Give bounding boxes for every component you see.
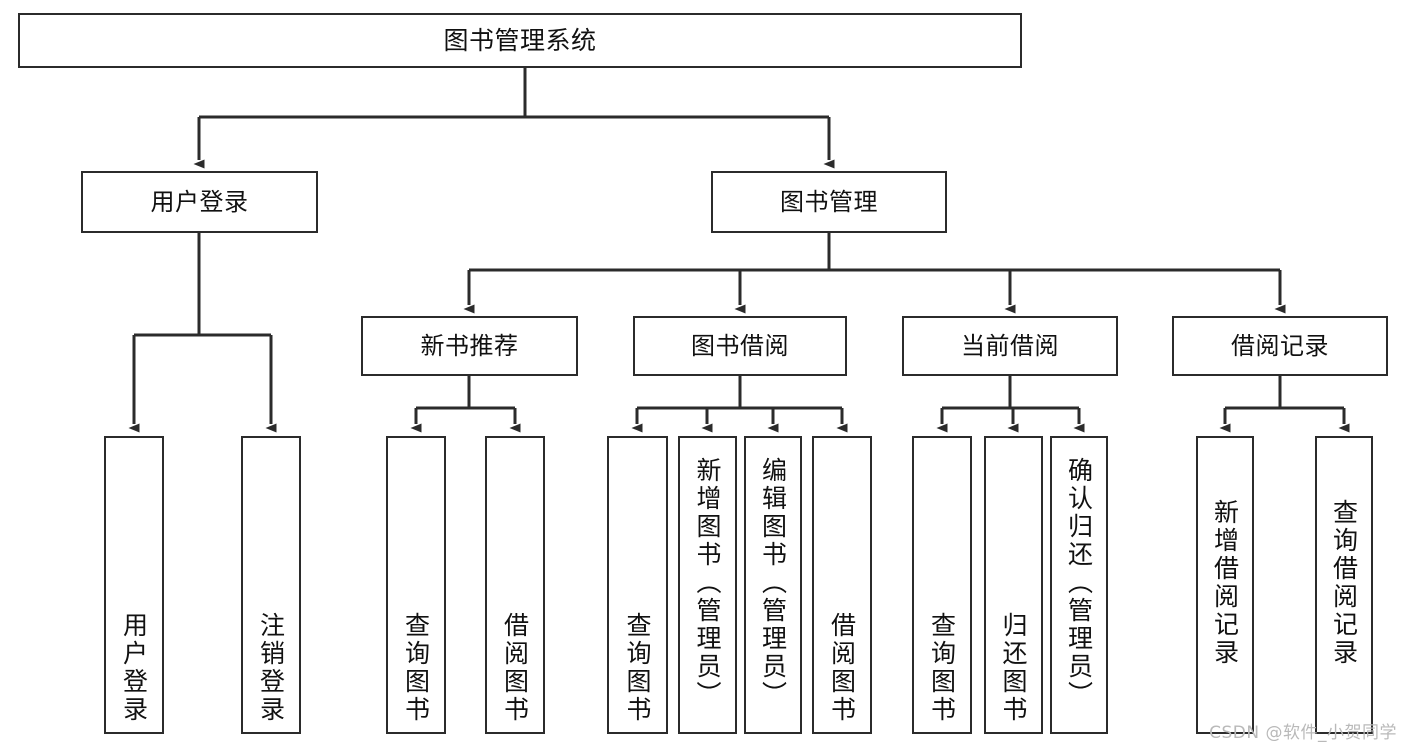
node-leaf-add-borrow-record[interactable]: 新增借阅记录 xyxy=(1196,436,1254,734)
edge-root-to-level1 xyxy=(193,68,835,169)
node-book-borrow[interactable]: 图书借阅 xyxy=(633,316,847,376)
node-leaf-return-book[interactable]: 归还图书 xyxy=(984,436,1043,734)
node-label: 查询图书 xyxy=(401,612,431,724)
node-label: 图书借阅 xyxy=(691,331,789,360)
node-label: 新增借阅记录 xyxy=(1210,499,1240,667)
node-label: 图书管理系统 xyxy=(443,25,597,55)
node-label: 编辑图书（管理员） xyxy=(758,457,788,709)
node-new-book-recommend[interactable]: 新书推荐 xyxy=(361,316,578,376)
node-current-borrow[interactable]: 当前借阅 xyxy=(902,316,1118,376)
node-label: 新增图书（管理员） xyxy=(693,457,722,709)
node-label: 新书推荐 xyxy=(420,331,519,360)
node-leaf-borrow-book[interactable]: 借阅图书 xyxy=(812,436,872,734)
node-leaf-confirm-return-admin[interactable]: 确认归还（管理员） xyxy=(1050,436,1108,734)
node-borrow-records[interactable]: 借阅记录 xyxy=(1172,316,1388,376)
node-leaf-edit-book-admin[interactable]: 编辑图书（管理员） xyxy=(744,436,802,734)
edge-new-book-recommend-to-leaves xyxy=(410,376,521,433)
node-leaf-logout[interactable]: 注销登录 xyxy=(241,436,301,734)
node-leaf-query-book-borrow[interactable]: 查询图书 xyxy=(607,436,668,734)
node-leaf-query-borrow-record[interactable]: 查询借阅记录 xyxy=(1315,436,1373,734)
node-label: 查询借阅记录 xyxy=(1329,499,1359,667)
node-label: 借阅图书 xyxy=(827,612,857,724)
node-label: 用户登录 xyxy=(150,187,249,216)
node-root-system[interactable]: 图书管理系统 xyxy=(18,13,1022,68)
node-label: 确认归还（管理员） xyxy=(1064,457,1094,709)
node-label: 查询图书 xyxy=(623,612,652,724)
watermark-text: CSDN @软件_小贺同学 xyxy=(1209,723,1397,743)
edge-book-borrow-to-leaves xyxy=(631,376,848,433)
edge-book-management-to-level2 xyxy=(463,233,1286,314)
node-label: 借阅图书 xyxy=(500,612,530,724)
node-leaf-borrow-book-recommend[interactable]: 借阅图书 xyxy=(485,436,545,734)
node-label: 注销登录 xyxy=(256,612,286,724)
node-label: 借阅记录 xyxy=(1231,331,1329,360)
node-label: 归还图书 xyxy=(999,612,1028,724)
node-label: 图书管理 xyxy=(780,187,878,216)
edge-user-login-to-leaves xyxy=(128,233,277,433)
node-leaf-add-book-admin[interactable]: 新增图书（管理员） xyxy=(678,436,737,734)
node-label: 用户登录 xyxy=(119,612,149,724)
node-leaf-query-book-recommend[interactable]: 查询图书 xyxy=(386,436,446,734)
edge-current-borrow-to-leaves xyxy=(936,376,1085,433)
node-book-management[interactable]: 图书管理 xyxy=(711,171,947,233)
node-label: 查询图书 xyxy=(927,612,957,724)
edge-borrow-records-to-leaves xyxy=(1219,376,1350,433)
node-user-login[interactable]: 用户登录 xyxy=(81,171,318,233)
node-label: 当前借阅 xyxy=(961,331,1059,360)
node-leaf-user-login[interactable]: 用户登录 xyxy=(104,436,164,734)
node-leaf-query-book-current[interactable]: 查询图书 xyxy=(912,436,972,734)
